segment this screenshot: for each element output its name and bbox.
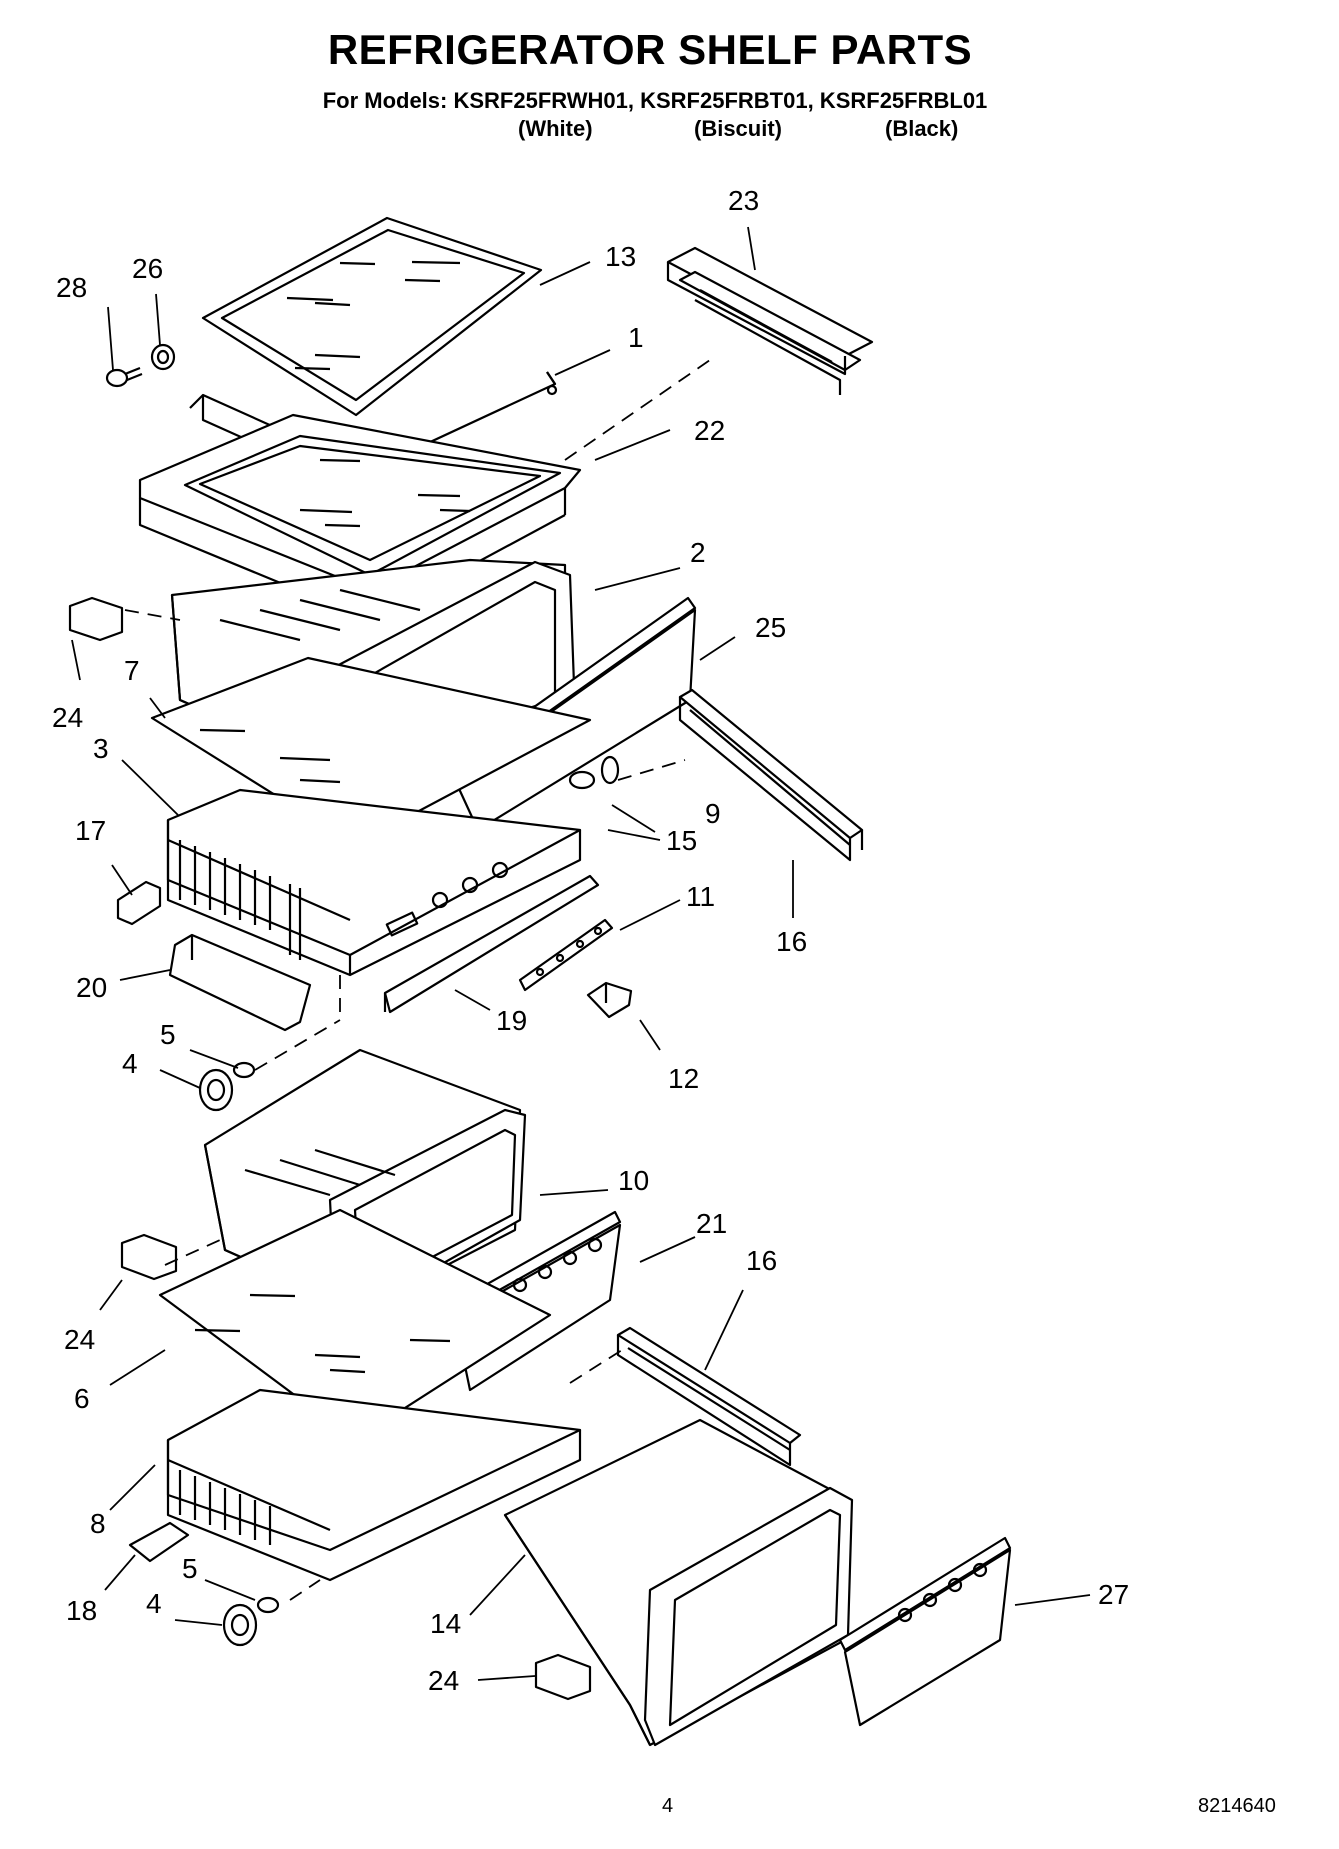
callout-28: 28	[56, 272, 87, 303]
part-crisper-frame-lower	[166, 1388, 582, 1582]
part-stop-lower	[534, 1653, 592, 1701]
part-washer	[150, 343, 176, 371]
page-title: REFRIGERATOR SHELF PARTS	[327, 26, 973, 73]
callout-24-lower: 24	[428, 1665, 459, 1696]
callout-7: 7	[124, 655, 140, 686]
callout-19: 19	[496, 1005, 527, 1036]
assembly-lines	[124, 359, 711, 1601]
document-number: 8214640	[1198, 1795, 1276, 1817]
callout-17: 17	[75, 815, 106, 846]
part-bin-face-panel	[838, 1536, 1012, 1727]
callout-6: 6	[74, 1383, 90, 1414]
color-label-white: (White)	[518, 116, 593, 141]
part-trim-left	[168, 933, 312, 1032]
part-slide-rail-upper	[678, 688, 864, 862]
part-divider-bar	[383, 874, 600, 1014]
color-label-biscuit: (Biscuit)	[694, 116, 782, 141]
part-cover-rail	[666, 246, 874, 395]
callout-leaders	[71, 226, 1091, 1681]
callout-4-lower: 4	[146, 1588, 162, 1619]
page-number: 4	[662, 1795, 674, 1817]
part-glass-shelf-top	[201, 216, 543, 417]
callout-10: 10	[618, 1165, 649, 1196]
callout-12: 12	[668, 1063, 699, 1094]
callout-5-upper: 5	[160, 1019, 176, 1050]
part-screw-top	[105, 366, 143, 388]
part-bracket	[518, 918, 614, 992]
callout-20: 20	[76, 972, 107, 1003]
color-label-black: (Black)	[885, 116, 959, 141]
callout-9: 9	[705, 798, 721, 829]
callout-14: 14	[430, 1608, 461, 1639]
callout-26: 26	[132, 253, 163, 284]
callout-16-upper: 16	[776, 926, 807, 957]
callout-13: 13	[605, 241, 636, 272]
part-crisper-frame-upper	[166, 788, 582, 977]
callout-labels: 13 1 22 23 2 25 28 26 24 7 3 17 20 5 4 1…	[52, 185, 1129, 1696]
callout-27: 27	[1098, 1579, 1129, 1610]
part-screw-and-wheel-upper	[198, 1061, 256, 1112]
callout-15: 15	[666, 825, 697, 856]
part-clip	[586, 981, 633, 1019]
part-stop-upper	[68, 596, 124, 642]
callout-25: 25	[755, 612, 786, 643]
callout-21: 21	[696, 1208, 727, 1239]
callout-3: 3	[93, 733, 109, 764]
part-end-cap-left	[116, 880, 162, 926]
callout-1: 1	[628, 322, 644, 353]
part-glass-lower	[158, 1208, 552, 1442]
callout-5-lower: 5	[182, 1553, 198, 1584]
callout-16-lower: 16	[746, 1245, 777, 1276]
callout-8: 8	[90, 1508, 106, 1539]
models-subtitle: For Models: KSRF25FRWH01, KSRF25FRBT01, …	[322, 88, 988, 113]
callout-24-upper: 24	[52, 702, 83, 733]
part-end-cap-lower	[128, 1521, 190, 1563]
callout-23: 23	[728, 185, 759, 216]
callout-22: 22	[694, 415, 725, 446]
part-stop-middle	[120, 1233, 178, 1281]
callout-4-upper: 4	[122, 1048, 138, 1079]
part-roller-upper	[568, 755, 620, 790]
part-screw-and-wheel-lower	[222, 1596, 280, 1647]
callout-24-middle: 24	[64, 1324, 95, 1355]
callout-18: 18	[66, 1595, 97, 1626]
callout-2: 2	[690, 537, 706, 568]
part-bottom-bin	[503, 1418, 854, 1747]
callout-11: 11	[686, 881, 715, 912]
part-slide-rail-lower	[616, 1326, 802, 1467]
